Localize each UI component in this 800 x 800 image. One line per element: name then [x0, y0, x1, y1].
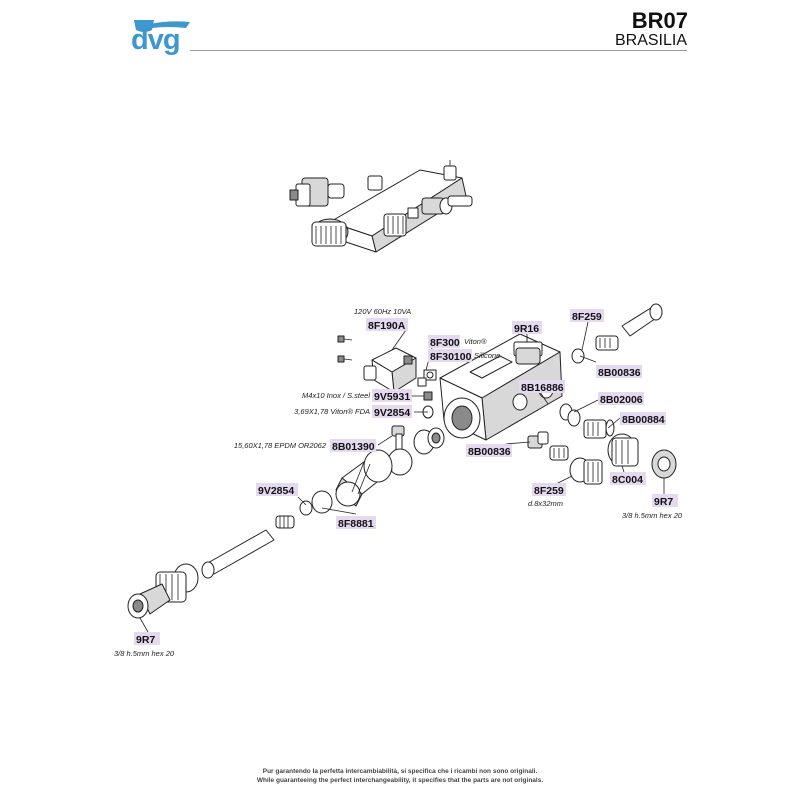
svg-text:8B00884: 8B00884 — [622, 414, 665, 426]
note-pipe-dims: d.8x32mm — [528, 499, 563, 508]
svg-text:8B16886: 8B16886 — [521, 382, 564, 394]
part-code-8f300: 8F300 — [428, 335, 460, 349]
nipple-nut-left-illustration — [127, 563, 199, 619]
part-code-9v2854-left: 9V2854 — [256, 483, 298, 497]
chamber-8f8881-illustration — [299, 449, 393, 516]
note-viton: Viton® — [464, 337, 487, 346]
spring-8f259-low-illustration — [549, 445, 569, 461]
svg-text:8B01390: 8B01390 — [332, 441, 375, 453]
svg-text:8C004: 8C004 — [612, 474, 643, 486]
svg-text:9V2854: 9V2854 — [374, 407, 410, 419]
svg-text:9R7: 9R7 — [654, 496, 673, 508]
part-code-8b00836-right: 8B00836 — [596, 365, 642, 379]
part-code-9r7-left: 9R7 — [134, 632, 160, 646]
brand-name: dvg — [131, 24, 181, 56]
footer-line-italian: Pur garantendo la perfetta intercambiabi… — [262, 768, 538, 775]
logo-cup-icon — [134, 20, 154, 32]
coil-screws-illustration — [337, 335, 353, 363]
part-code-8c004: 8C004 — [610, 472, 646, 486]
assembled-group-illustration — [289, 160, 473, 253]
spec-notes: 120V 60Hz 10VA Viton® Silicone M4x10 Ino… — [114, 307, 683, 658]
part-code-8f190a: 8F190A — [366, 318, 408, 332]
part-code-9v5931: 9V5931 — [372, 389, 412, 403]
part-code-9r7-right: 9R7 — [652, 494, 678, 508]
svg-text:8F259: 8F259 — [534, 485, 564, 497]
svg-text:9V2854: 9V2854 — [258, 485, 294, 497]
part-code-8f259-top: 8F259 — [570, 309, 604, 323]
spring-rod-illustration — [201, 515, 295, 579]
valve-inner-parts-illustration — [559, 403, 615, 439]
logo-swoosh-icon — [150, 21, 190, 28]
part-code-8f30100: 8F30100 — [428, 349, 472, 363]
note-nut-right: 3/8 h.5mm hex 20 — [622, 511, 683, 520]
bolt-8b01390-illustration — [387, 425, 445, 476]
svg-text:8F30100: 8F30100 — [430, 351, 472, 363]
note-oring-big-spec: 15,60X1,78 EPDM OR2062 — [234, 441, 327, 450]
part-code-8b16886: 8B16886 — [519, 380, 565, 394]
fitting-9r16-illustration — [513, 336, 543, 365]
part-code-8b00884: 8B00884 — [620, 412, 666, 426]
svg-text:9V5931: 9V5931 — [374, 391, 410, 403]
svg-text:8F259: 8F259 — [572, 311, 602, 323]
note-silicone: Silicone — [474, 351, 500, 360]
valve-body-illustration — [439, 333, 563, 441]
part-code-9r16: 9R16 — [512, 321, 542, 335]
part-code-8f259-low: 8F259 — [532, 483, 566, 497]
note-nut-left: 3/8 h.5mm hex 20 — [114, 649, 175, 658]
part-code-8b00836-low: 8B00836 — [466, 444, 512, 458]
part-codes: 8F190A 8F300 8F30100 9R16 8F259 8B00836 — [134, 309, 678, 646]
gasket-8f300-illustration — [417, 369, 437, 387]
footer-line-english: While guaranteeing the perfect interchan… — [256, 777, 544, 784]
solenoid-coil-illustration — [363, 347, 417, 393]
header-divider — [190, 50, 687, 51]
note-coil-spec: 120V 60Hz 10VA — [354, 307, 411, 316]
svg-text:9R7: 9R7 — [136, 634, 155, 646]
part-code-8b02006: 8B02006 — [598, 392, 644, 406]
note-oring-spec: 3,69X1,78 Viton® FDA — [294, 407, 370, 416]
page-model: BRASILIA — [614, 32, 687, 49]
nut-9r7-right-hole — [657, 456, 671, 472]
svg-text:8F190A: 8F190A — [368, 320, 406, 332]
valve-8f259-top-illustration — [571, 303, 663, 364]
dvg-logo — [134, 20, 190, 32]
fitting-8b00836-low-illustration — [527, 431, 549, 449]
screw-9v5931-illustration — [414, 391, 433, 401]
part-code-8f8881: 8F8881 — [336, 516, 376, 530]
svg-text:8F300: 8F300 — [430, 337, 460, 349]
note-screw-spec: M4x10 Inox / S.steel — [302, 391, 370, 400]
part-code-8b01390: 8B01390 — [330, 439, 376, 453]
page-code: BR07 — [631, 8, 688, 33]
svg-text:8B02006: 8B02006 — [600, 394, 643, 406]
svg-text:8B00836: 8B00836 — [468, 446, 511, 458]
svg-text:9R16: 9R16 — [514, 323, 539, 335]
svg-text:8F8881: 8F8881 — [338, 518, 374, 530]
nipple-8c004-illustration — [569, 433, 639, 485]
part-code-9v2854-mid: 9V2854 — [372, 405, 412, 419]
svg-text:8B00836: 8B00836 — [598, 367, 641, 379]
